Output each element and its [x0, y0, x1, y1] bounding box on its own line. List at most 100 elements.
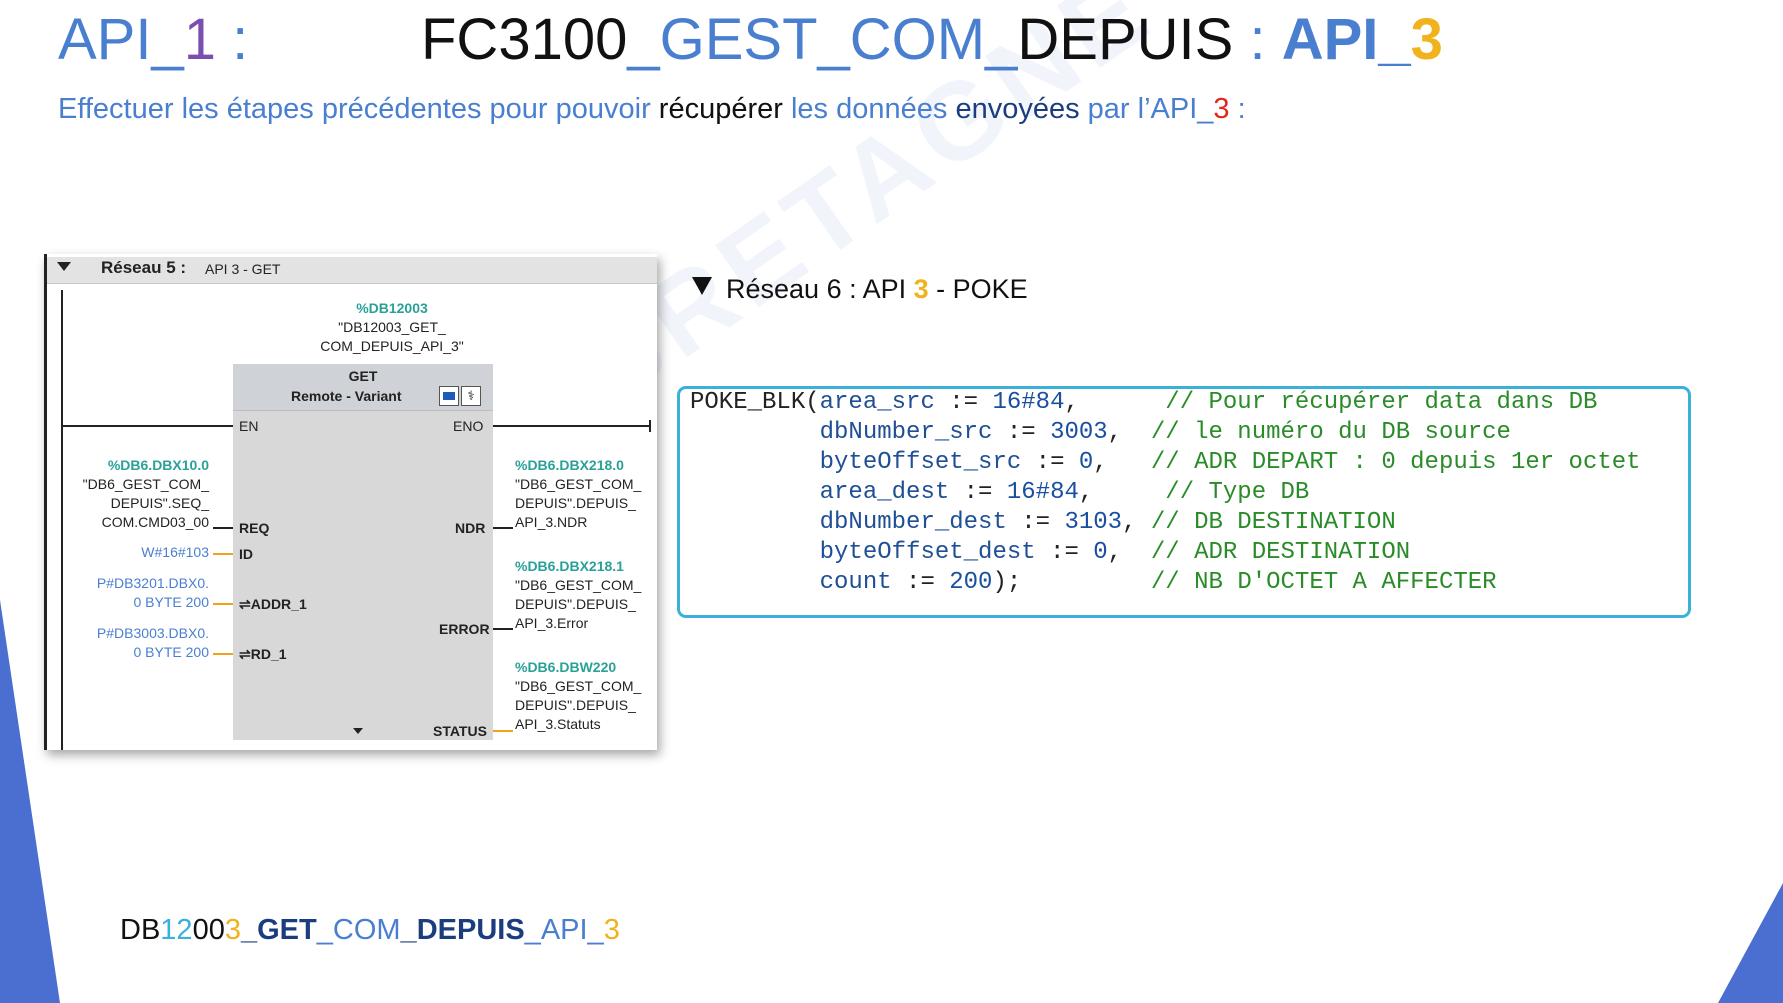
code-value: 200 [949, 569, 993, 596]
footer-db: DB [120, 914, 161, 946]
code-comment: // NB D'OCTET A AFFECTER [1150, 569, 1497, 596]
code-punct: , [1064, 389, 1166, 416]
network5-header[interactable] [47, 257, 657, 284]
code-line: byteOffset_src := 0, // ADR DEPART : 0 d… [690, 448, 1641, 478]
status-wire [493, 730, 513, 732]
footer-underscore: _ [524, 914, 541, 946]
code-value: 3003 [1050, 419, 1108, 446]
eno-wire-end [649, 420, 651, 432]
diagnostics-icon[interactable]: ⚕ [461, 386, 481, 406]
subtitle-part: par l’API_ [1079, 93, 1214, 125]
code-punct: , [1107, 419, 1151, 446]
subtitle-recuperer: récupérer [658, 93, 783, 125]
instance-db[interactable]: %DB12003 "DB12003_GET_ COM_DEPUIS_API_3" [317, 299, 467, 356]
code-value: 16#84 [1006, 479, 1079, 506]
footer-api-number: 3 [603, 914, 620, 946]
instance-db-name-line: "DB12003_GET_ [338, 319, 446, 335]
code-param: byteOffset_dest [690, 539, 1036, 566]
footer-underscore: _ [316, 914, 333, 946]
code-operator: := [949, 479, 1007, 506]
collapse-triangle-icon[interactable] [692, 277, 712, 295]
status-operand-name-line: DEPUIS".DEPUIS_ [515, 697, 636, 713]
subtitle-part: les données [782, 93, 956, 125]
req-operand-name-line: "DB6_GEST_COM_ [82, 476, 209, 492]
ndr-operand-name-line: "DB6_GEST_COM_ [515, 476, 642, 492]
expand-pins-icon[interactable] [353, 728, 363, 734]
status-operand[interactable]: %DB6.DBW220 "DB6_GEST_COM_ DEPUIS".DEPUI… [515, 658, 641, 734]
block-type: GET [348, 368, 378, 384]
code-comment: // DB DESTINATION [1150, 509, 1396, 536]
pin-status: STATUS [433, 723, 487, 739]
footer-number: 00 [192, 914, 225, 946]
code-line: dbNumber_dest := 3103, // DB DESTINATION [690, 508, 1396, 538]
status-operand-address: %DB6.DBW220 [515, 659, 617, 675]
title-underscore: _ [985, 7, 1018, 72]
subtitle-part: Effectuer les étapes précédentes pour po… [58, 93, 659, 125]
en-wire [61, 425, 247, 427]
footer-api: API_ [540, 914, 604, 946]
collapse-triangle-icon[interactable] [57, 262, 71, 271]
title-colon: : [1233, 7, 1282, 72]
pin-error: ERROR [439, 621, 490, 637]
error-operand-name-line: API_3.Error [515, 615, 589, 631]
code-comment: // ADR DEPART : 0 depuis 1er octet [1150, 449, 1641, 476]
addr1-operand[interactable]: P#DB3201.DBX0. 0 BYTE 200 [65, 574, 209, 612]
code-param: byteOffset_src [690, 449, 1022, 476]
title-depuis: DEPUIS [1017, 7, 1234, 72]
code-punct: ); [992, 569, 1151, 596]
status-operand-name-line: API_3.Statuts [515, 716, 601, 732]
block-variant: Remote - Variant [291, 388, 402, 404]
poke-code-box[interactable] [677, 386, 1691, 618]
network5-title: Réseau 5 : [101, 258, 187, 277]
rd1-operand[interactable]: P#DB3003.DBX0. 0 BYTE 200 [65, 624, 209, 662]
code-comment: // Pour récupérer data dans DB [1165, 389, 1598, 416]
page-title: FC3100_GEST_COM_DEPUIS : API_3 [421, 4, 1443, 76]
network5-comment: API 3 - GET [205, 261, 281, 277]
code-value: 0 [1078, 449, 1094, 476]
code-param: area_src [819, 389, 935, 416]
ndr-wire [493, 527, 513, 529]
pin-addr1: ⇌ADDR_1 [239, 596, 307, 612]
code-punct: , [1122, 509, 1151, 536]
subtitle-part: : [1229, 93, 1246, 125]
configuration-icon[interactable] [439, 386, 459, 406]
title-fc: FC3100 [421, 7, 628, 72]
code-param: area_dest [690, 479, 950, 506]
code-line: area_dest := 16#84, // Type DB [690, 478, 1310, 508]
rd1-operand-line: 0 BYTE 200 [133, 644, 210, 660]
code-comment: // ADR DESTINATION [1150, 539, 1411, 566]
addr1-operand-line: 0 BYTE 200 [133, 594, 210, 610]
code-punct: , [1093, 449, 1151, 476]
get-function-block[interactable] [233, 364, 493, 740]
network6-api-number: 3 [913, 274, 929, 304]
code-param: count [690, 569, 892, 596]
code-punct: , [1107, 539, 1151, 566]
network5-panel: Réseau 5 : API 3 - GET %DB12003 "DB12003… [44, 254, 657, 750]
code-line: byteOffset_dest := 0, // ADR DESTINATION [690, 538, 1411, 568]
network6-title[interactable]: Réseau 6 : API 3 - POKE [692, 274, 1028, 305]
error-operand[interactable]: %DB6.DBX218.1 "DB6_GEST_COM_ DEPUIS".DEP… [515, 557, 641, 633]
power-rail [61, 290, 63, 750]
pin-eno: ENO [453, 418, 484, 434]
eno-wire [490, 425, 650, 427]
code-function: POKE_BLK( [690, 389, 820, 416]
code-operator: := [934, 389, 993, 416]
title-api-number: 3 [1410, 7, 1443, 72]
req-operand[interactable]: %DB6.DBX10.0 "DB6_GEST_COM_ DEPUIS".SEQ_… [65, 456, 209, 532]
title-gest: GEST [659, 7, 818, 72]
pin-id: ID [239, 546, 253, 562]
title-underscore: _ [627, 7, 660, 72]
error-operand-name-line: "DB6_GEST_COM_ [515, 577, 642, 593]
rd1-wire [213, 653, 233, 655]
title-api: API_ [1281, 7, 1411, 72]
footer-underscore: _ [400, 914, 417, 946]
instance-db-address: %DB12003 [356, 300, 428, 316]
code-comment: // le numéro du DB source [1150, 419, 1511, 446]
ndr-operand[interactable]: %DB6.DBX218.0 "DB6_GEST_COM_ DEPUIS".DEP… [515, 456, 641, 532]
error-wire [493, 628, 513, 630]
pin-req: REQ [239, 520, 270, 536]
subtitle-api-number: 3 [1213, 93, 1230, 125]
id-operand[interactable]: W#16#103 [65, 543, 209, 562]
error-operand-address: %DB6.DBX218.1 [515, 558, 624, 574]
header-api1-sep: : [216, 7, 249, 72]
